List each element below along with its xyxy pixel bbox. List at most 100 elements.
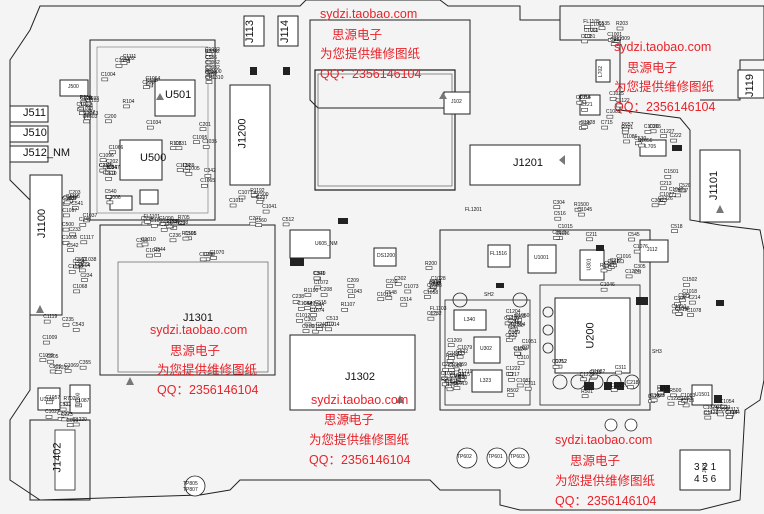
- component-footprint: [670, 393, 677, 398]
- component-footprint: [144, 220, 151, 224]
- shield-sh2-label: SH2: [484, 292, 494, 298]
- component-ref-label: C1068: [72, 283, 88, 290]
- shield-sh3-label: SH3: [652, 349, 662, 355]
- component-footprint: [606, 114, 614, 119]
- component-footprint: [105, 177, 112, 181]
- component-footprint: [210, 256, 217, 260]
- component-footprint: [205, 52, 213, 57]
- component-ref-label: C1057: [45, 394, 61, 401]
- component-footprint: [687, 313, 694, 317]
- component-ref-label: C1072: [313, 279, 329, 286]
- component-ref-label: C1219: [457, 369, 473, 375]
- component-footprint: [326, 321, 334, 326]
- component-ref-label: C524: [513, 346, 526, 353]
- component-ref-label: C1089: [447, 362, 463, 369]
- component-ref-label: C1503: [447, 350, 463, 357]
- component-ref-label: C542: [66, 242, 79, 249]
- component-ref-label: C510: [104, 171, 117, 178]
- component-footprint: [204, 174, 212, 178]
- component-ref-label: C514: [399, 297, 412, 304]
- component-footprint: [106, 200, 114, 205]
- component-footprint: [63, 213, 70, 218]
- component-footprint: [441, 382, 449, 387]
- component-footprint: [304, 322, 312, 327]
- component-footprint: [45, 414, 53, 419]
- component-ref-label: C1501: [663, 169, 679, 176]
- watermark-service: 为您提供维修图纸: [157, 363, 258, 377]
- component-ref-label: C1098: [68, 264, 83, 271]
- connector-j1301-label: J1301: [183, 312, 213, 324]
- component-footprint: [347, 283, 355, 288]
- watermark-company: 思源电子: [570, 454, 621, 468]
- component-footprint: [79, 268, 86, 273]
- component-ref-label: C310: [517, 355, 529, 362]
- component-ref-label: C237: [255, 194, 268, 201]
- component-ref-label: C1052: [552, 359, 567, 366]
- component-ref-label: C1039: [54, 364, 69, 371]
- component-ref-label: C714: [725, 409, 738, 416]
- component-ref-label: C1075: [552, 230, 568, 237]
- component-ref-label: R701: [621, 124, 634, 131]
- component-footprint: [385, 296, 393, 300]
- component-ref-label: C203: [68, 190, 81, 197]
- component-ref-label: C304: [552, 199, 565, 206]
- component-ref-label: C1060: [150, 218, 166, 225]
- component-ref-label: C503: [49, 364, 62, 370]
- j101-pin-numbers: 3 2 1 4 5 6: [694, 462, 717, 485]
- component-ref-label: C540: [104, 189, 117, 196]
- connector-j500-label: J500: [68, 84, 79, 90]
- component-footprint: [39, 358, 47, 362]
- component-footprint: [667, 401, 675, 406]
- component-ref-label: C1010: [141, 236, 156, 243]
- component-ref-label: C209: [346, 278, 359, 285]
- component-ref-label: C1091: [589, 22, 605, 29]
- component-footprint: [669, 193, 677, 197]
- component-footprint: [238, 195, 246, 200]
- component-footprint: [583, 25, 591, 29]
- component-ref-label: C549: [313, 271, 326, 278]
- component-ref-label: C1059: [452, 361, 467, 368]
- connector-j511-label: J511: [23, 107, 47, 119]
- component-ref-label: C713: [682, 397, 695, 404]
- component-footprint: [201, 184, 208, 188]
- component-ref-label: C538: [145, 77, 158, 84]
- component-ref-label: C314: [578, 94, 591, 101]
- component-footprint: [205, 80, 213, 84]
- component-footprint: [229, 203, 237, 208]
- component-footprint: [580, 377, 587, 382]
- component-ref-label: C306: [651, 197, 664, 204]
- component-footprint: [105, 119, 112, 124]
- component-ref-label: C1074: [309, 307, 325, 314]
- component-footprint: [292, 300, 300, 304]
- connector-j1302-label: J1302: [345, 371, 375, 383]
- testpoint-tp602-label: TP602: [457, 454, 472, 460]
- component-footprint: [610, 263, 618, 268]
- connector-j512-label: J512_NM: [23, 147, 71, 159]
- component-ref-label: C537: [83, 109, 96, 116]
- component-footprint: [106, 164, 114, 169]
- component-footprint: [516, 383, 524, 388]
- component-footprint: [312, 329, 319, 334]
- connector-j1200-label: J1200: [236, 118, 249, 149]
- component-ref-label: C1056: [637, 138, 653, 144]
- component-ref-label: C1065: [200, 178, 216, 185]
- component-ref-label: R504: [446, 353, 459, 360]
- component-footprint: [616, 26, 624, 31]
- component-ref-label: C534: [140, 216, 153, 222]
- component-ref-label: C1225: [667, 396, 682, 403]
- component-ref-label: C303: [304, 316, 316, 323]
- component-ref-label: C1045: [577, 207, 593, 214]
- component-ref-label: C1078: [686, 307, 702, 314]
- component-ref-label: C1011: [229, 198, 244, 204]
- ds1200-label: DS1200: [377, 253, 396, 259]
- component-ref-label: C1036: [102, 164, 118, 171]
- component-footprint: [584, 34, 592, 38]
- component-footprint: [314, 285, 322, 290]
- component-ref-label: C226: [160, 222, 173, 229]
- component-ref-label: Y500: [256, 192, 269, 198]
- component-footprint: [297, 306, 305, 311]
- component-ref-label: C543: [72, 322, 85, 329]
- component-ref-label: C1003: [76, 101, 92, 108]
- component-ref-label: R204: [205, 48, 217, 55]
- component-footprint: [185, 172, 193, 176]
